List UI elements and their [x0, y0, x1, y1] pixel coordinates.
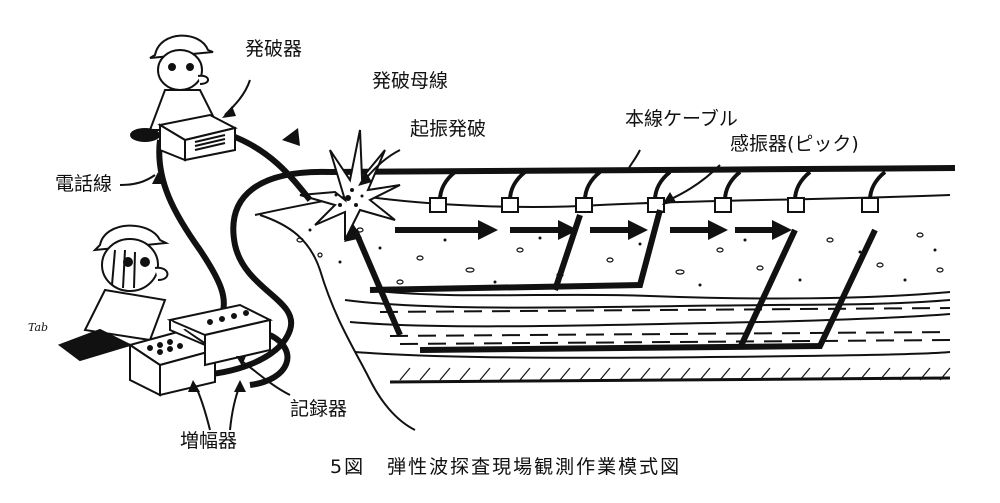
- geophone: [648, 172, 670, 212]
- main-cable: [330, 168, 955, 172]
- figure-caption: 5図弾性波探査現場観測作業模式図: [330, 458, 681, 477]
- blaster-box: [160, 115, 235, 160]
- bedrock-line: [390, 378, 950, 382]
- soil-dots: [309, 229, 937, 287]
- figure-number: 5図: [330, 456, 365, 478]
- explosion-burst: [300, 130, 400, 240]
- label-amplifier: 増幅器: [180, 432, 237, 451]
- label-blaster: 発破器: [245, 40, 302, 59]
- label-shot-point: 起振発破: [410, 120, 486, 139]
- geophone: [715, 172, 740, 212]
- geophone: [430, 172, 455, 212]
- label-main-cable: 本線ケーブル: [625, 110, 738, 129]
- label-phone-line: 電話線: [55, 175, 112, 194]
- label-geophone: 感振器(ピック): [730, 135, 859, 154]
- geophone: [788, 172, 810, 212]
- blast-line-arrowhead: [282, 128, 300, 146]
- geophone: [862, 172, 885, 212]
- figure-title: 弾性波探査現場観測作業模式図: [387, 456, 681, 478]
- artist-signature: Tab: [28, 322, 48, 333]
- wave-paths: [355, 210, 875, 350]
- label-blasting-main-line: 発破母線: [372, 72, 448, 91]
- soil-pebbles: [297, 228, 943, 284]
- label-recorder: 記録器: [290, 400, 347, 419]
